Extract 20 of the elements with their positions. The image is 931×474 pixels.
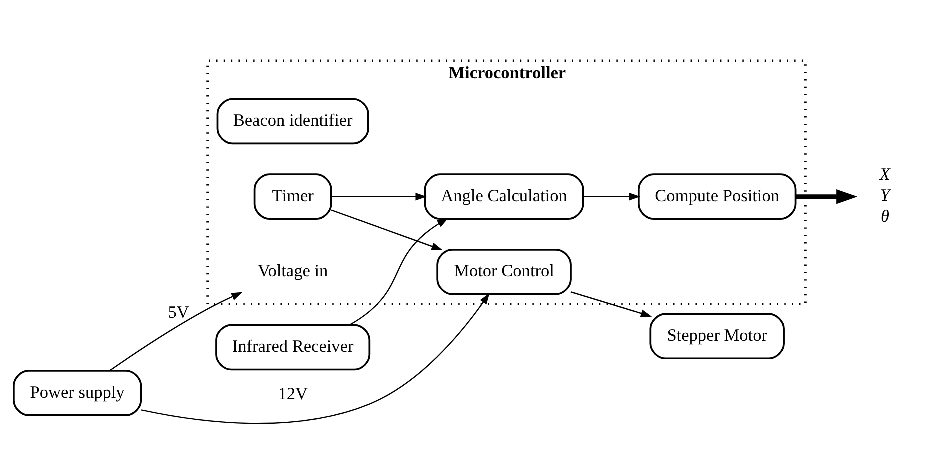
- edge-label: 12V: [278, 384, 308, 404]
- node-text: X Y θ: [879, 164, 890, 226]
- node-text: Voltage in: [257, 261, 328, 280]
- arrow: [330, 209, 442, 250]
- node-box: Infrared Receiver: [215, 324, 370, 370]
- node-box: Motor Control: [436, 248, 572, 295]
- node-box: Timer: [253, 173, 332, 220]
- arrow: [570, 291, 652, 317]
- arrow: [582, 192, 640, 200]
- arrow: [331, 192, 426, 200]
- arrow: [109, 292, 242, 371]
- node-box: Angle Calculation: [424, 173, 584, 220]
- arrow: [140, 292, 490, 424]
- node-box: Stepper Motor: [649, 312, 784, 360]
- arrow: [796, 188, 858, 204]
- node-box: Power supply: [12, 370, 142, 416]
- node-box: Beacon identifier: [216, 98, 369, 144]
- edge-label: 5V: [168, 302, 189, 322]
- arrow: [349, 218, 448, 326]
- node-box: Compute Position: [638, 173, 796, 220]
